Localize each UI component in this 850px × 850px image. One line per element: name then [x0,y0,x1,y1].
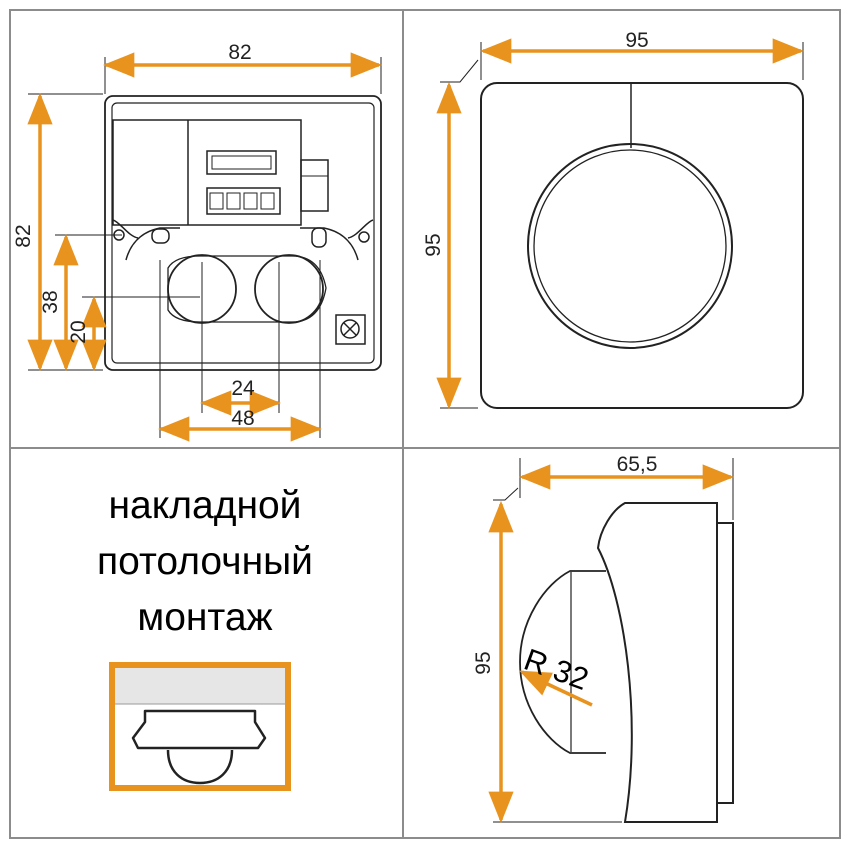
top-housing [480,82,804,409]
top-extension-lines [440,42,804,409]
mount-line-3: монтаж [137,596,273,639]
mount-line-1: накладной [108,484,302,527]
dim-20-label: 20 [67,320,90,343]
mounting-lugs [112,219,374,261]
front-view: 82 82 38 20 24 48 [12,41,383,442]
top-width-label: 95 [625,29,648,52]
side-height-label: 95 [472,651,495,674]
sensor-lens [527,143,733,349]
mount-type-caption: накладной потолочный монтаж [0,478,410,646]
cable-entries [167,254,327,324]
ceiling-mount-icon [109,662,291,791]
frame-grid [9,9,841,839]
side-view: 65,5 95 R 32 [472,453,735,824]
front-width-label: 82 [228,41,251,64]
screw-icon [335,314,366,345]
top-view: 95 95 [422,29,805,410]
dim-24-label: 24 [231,377,255,400]
dim-38-label: 38 [39,290,62,313]
mount-line-2: потолочный [97,540,313,583]
top-height-label: 95 [422,233,445,256]
front-housing [104,95,382,371]
terminal-block [112,119,329,226]
side-depth-label: 65,5 [617,453,658,476]
side-lens-dome [519,570,606,754]
side-back-plate [717,522,734,804]
dim-48-label: 48 [231,407,254,430]
top-dimension-lines [436,38,805,410]
front-extension-lines [28,57,382,438]
side-dimension-lines [488,464,735,824]
front-dimension-lines [27,52,383,442]
side-housing [596,502,718,823]
front-height-label: 82 [12,224,35,247]
